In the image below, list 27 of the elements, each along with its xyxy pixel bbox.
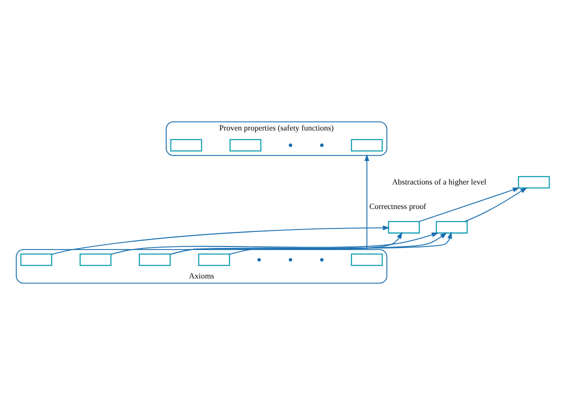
node-box — [80, 254, 112, 266]
node-dot — [257, 258, 261, 262]
arrow — [364, 154, 370, 250]
node-box — [518, 176, 550, 189]
arrow — [464, 187, 528, 222]
edge-label: Correctness proof — [369, 202, 426, 212]
arrow — [170, 232, 448, 255]
node-box — [20, 254, 52, 266]
arrow — [229, 232, 452, 255]
node-box — [436, 221, 468, 234]
node-box — [388, 221, 420, 234]
label: Abstractions of a higher level — [392, 177, 486, 186]
node-box — [350, 254, 383, 266]
node-dot — [288, 258, 292, 262]
node-box — [170, 138, 202, 152]
cluster: Proven properties (safety functions) — [166, 121, 388, 156]
node-box — [350, 138, 383, 152]
arrow — [51, 225, 390, 255]
node-box — [138, 254, 171, 266]
node-dot — [320, 144, 324, 147]
node-dot — [320, 258, 324, 262]
arrow — [418, 188, 520, 222]
node-box — [198, 254, 230, 266]
arrow — [110, 232, 439, 255]
node-box — [229, 138, 262, 152]
cluster: Axioms — [16, 249, 388, 284]
node-dot — [288, 144, 292, 147]
